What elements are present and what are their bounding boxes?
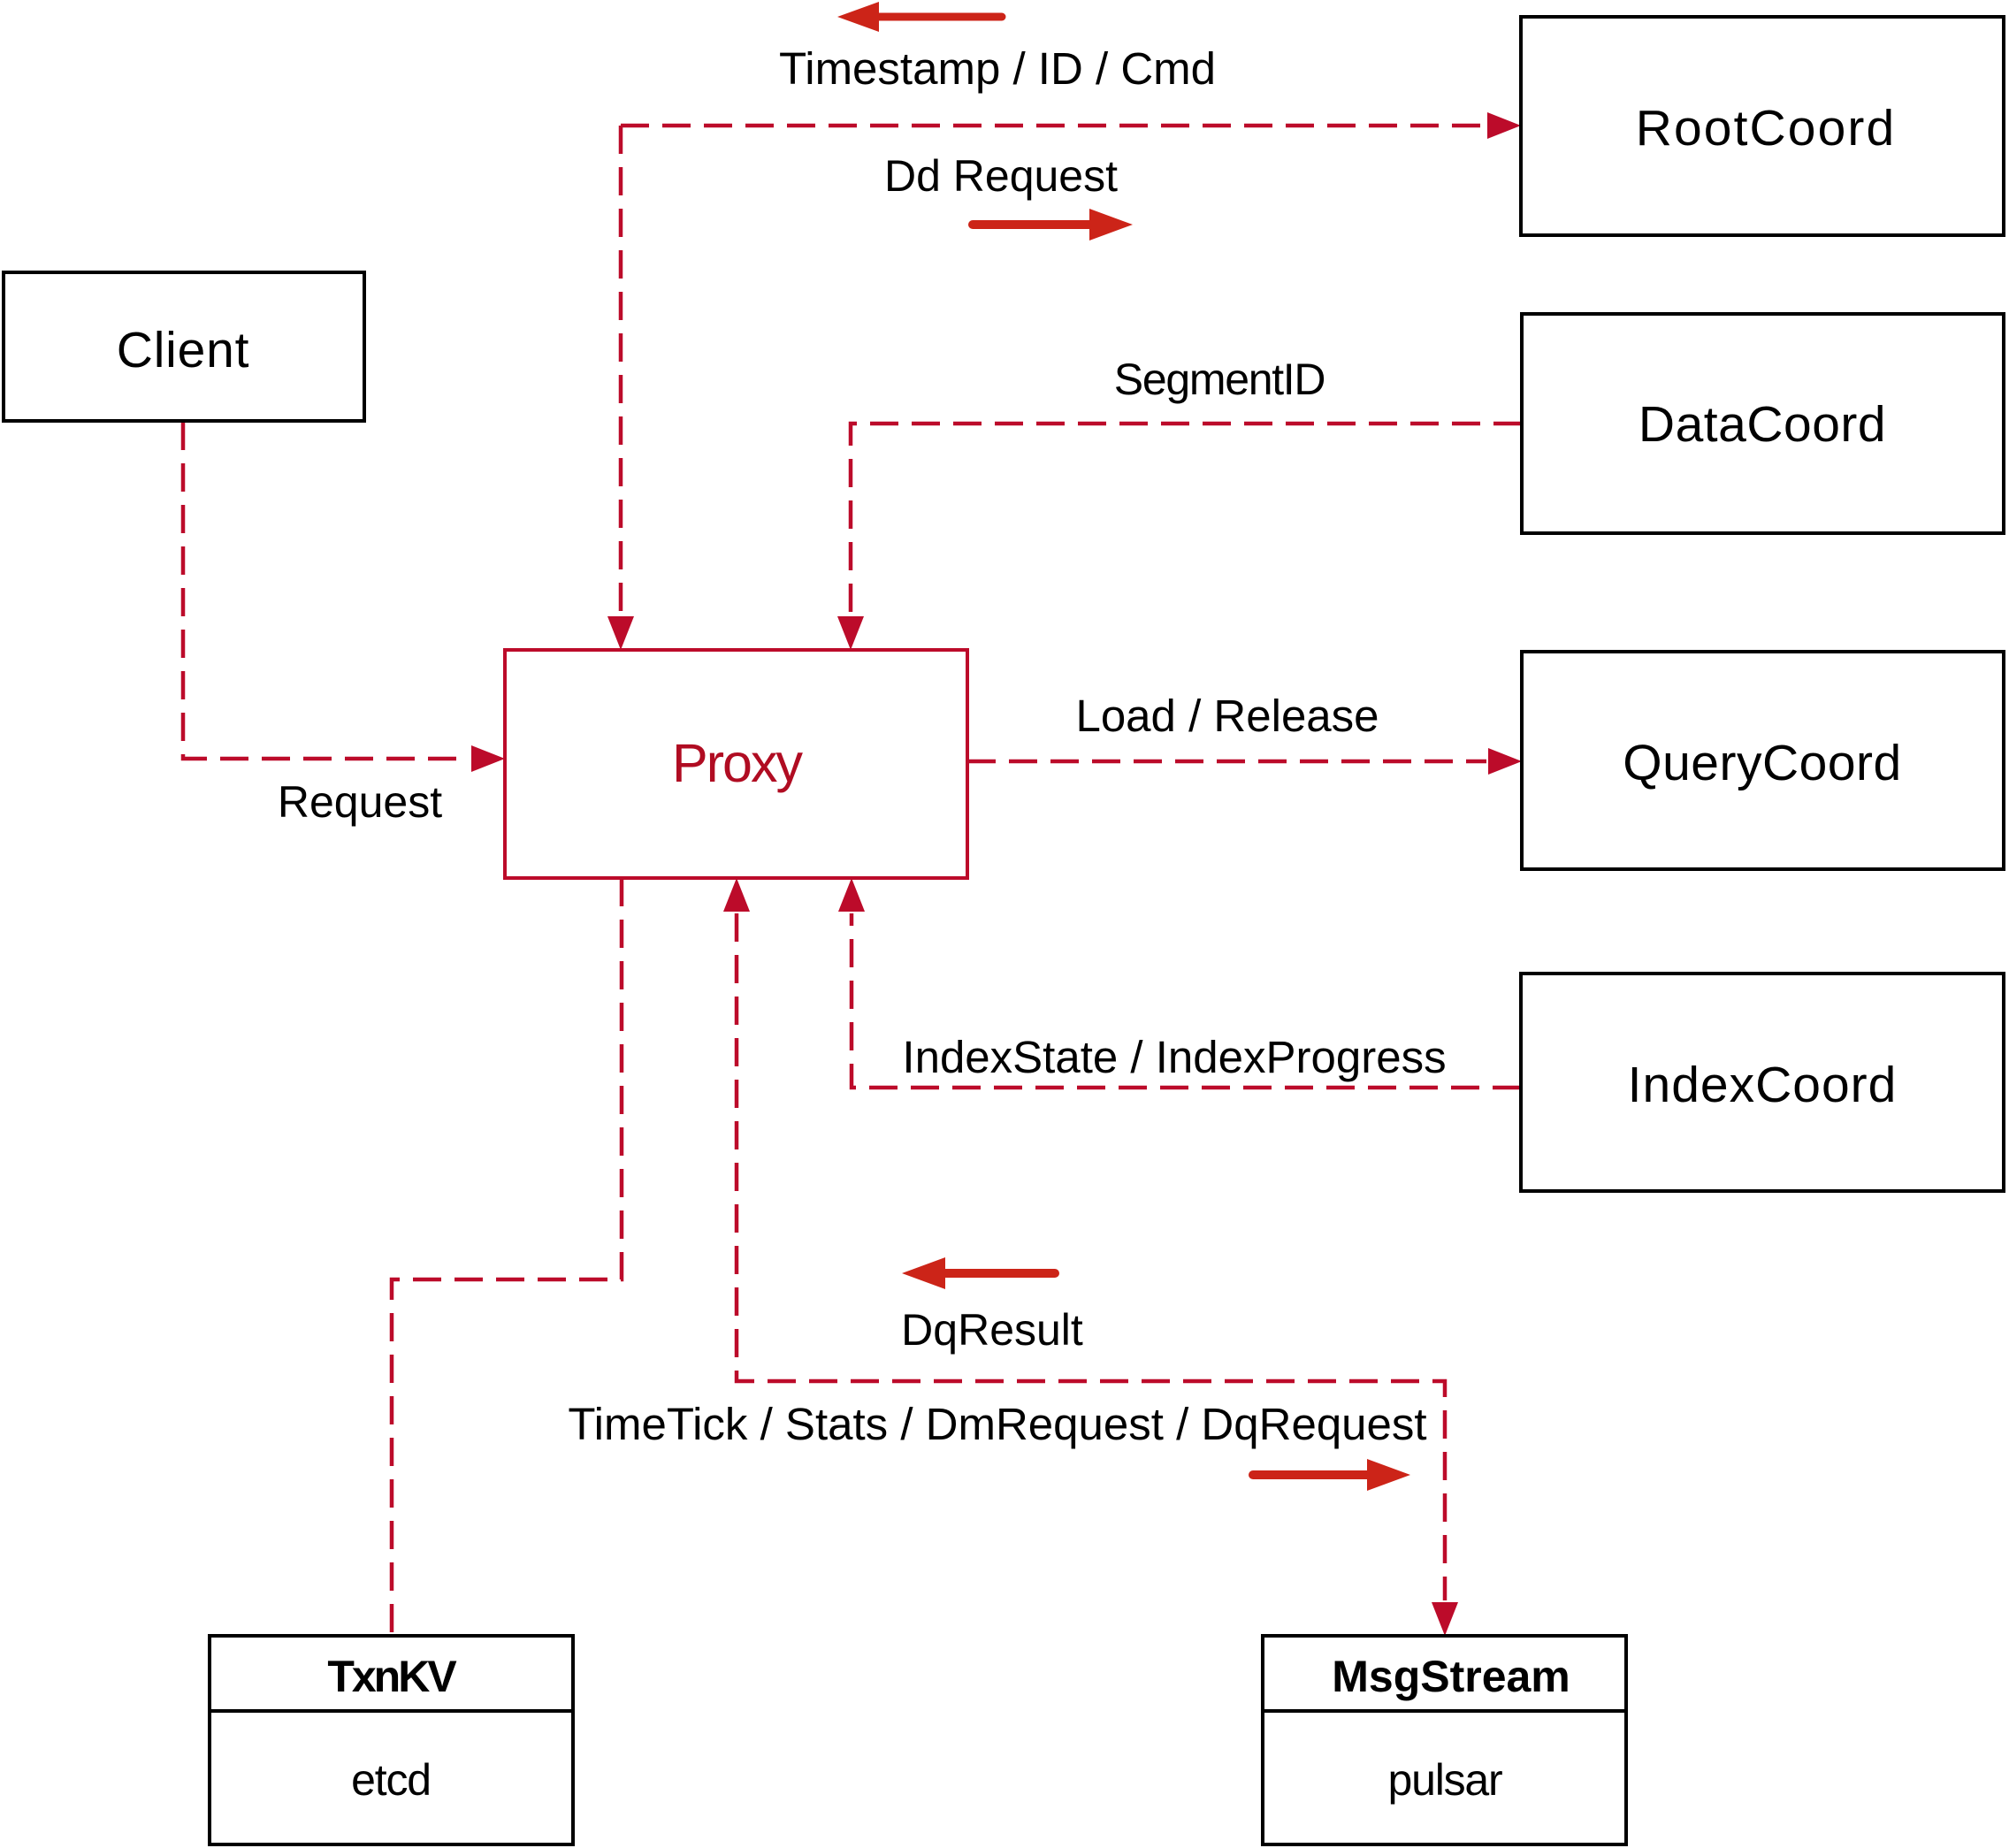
- svg-text:MsgStream: MsgStream: [1332, 1652, 1570, 1701]
- svg-text:Dd Request: Dd Request: [884, 151, 1118, 201]
- svg-text:pulsar: pulsar: [1388, 1755, 1503, 1805]
- svg-text:Load / Release: Load / Release: [1075, 691, 1379, 741]
- svg-text:DqResult: DqResult: [901, 1305, 1083, 1355]
- svg-text:IndexCoord: IndexCoord: [1628, 1057, 1898, 1113]
- svg-text:QueryCoord: QueryCoord: [1623, 735, 1901, 791]
- svg-text:Client: Client: [117, 322, 250, 378]
- svg-text:etcd: etcd: [351, 1755, 431, 1805]
- svg-text:IndexState / IndexProgress: IndexState / IndexProgress: [902, 1032, 1446, 1082]
- svg-text:TimeTick / Stats / DmRequest /: TimeTick / Stats / DmRequest / DqRequest: [568, 1399, 1426, 1449]
- svg-text:Request: Request: [278, 777, 442, 827]
- svg-text:SegmentID: SegmentID: [1114, 355, 1325, 404]
- svg-text:Proxy: Proxy: [672, 733, 803, 793]
- svg-text:RootCoord: RootCoord: [1636, 100, 1897, 157]
- svg-text:DataCoord: DataCoord: [1639, 396, 1886, 453]
- svg-text:TxnKV: TxnKV: [327, 1652, 457, 1701]
- svg-text:Timestamp / ID / Cmd: Timestamp / ID / Cmd: [779, 43, 1216, 94]
